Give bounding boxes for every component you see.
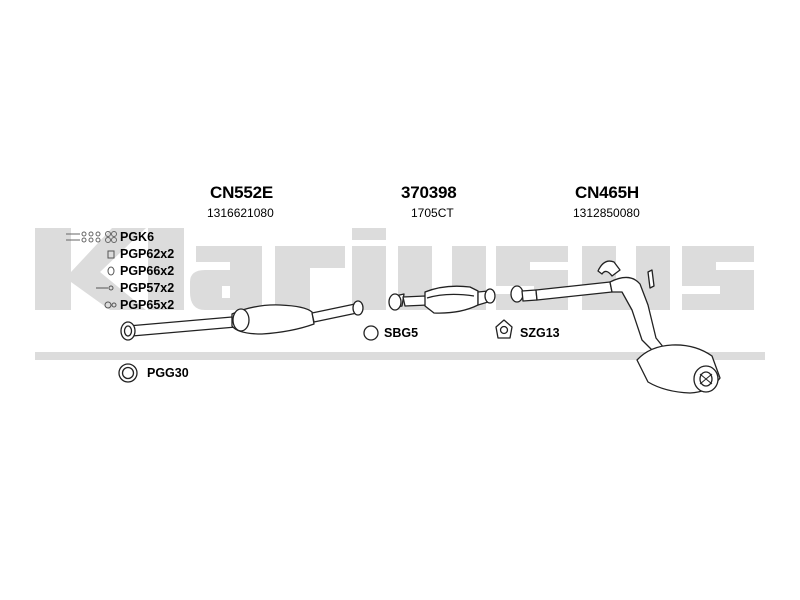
fitting-kit-legend: PGK6 PGP62x2 PGP66x2 PGP57x2 PGP65x2 [58,228,174,313]
kit-label: PGK6 [120,229,155,244]
bolt-set-icon [66,230,117,243]
clamp-icon [107,250,115,258]
kit-label: PGP62x2 [120,246,175,261]
part-number-catalyst: 1705CT [411,206,454,220]
kit-row: PGP57x2 [58,279,174,296]
watermark-underline [35,352,765,360]
szg-label: SZG13 [520,326,560,340]
kit-label: PGP57x2 [120,280,175,295]
kit-label: PGP65x2 [120,297,175,312]
rear-pipe-silencer [510,260,721,394]
part-code-rear: CN465H [575,183,639,202]
kit-row: PGP66x2 [58,262,174,279]
sbg-label: SBG5 [384,326,419,340]
gasket-ring [363,325,379,341]
kit-row: PGK6 [58,228,174,245]
ring-clamp-icon [104,301,117,308]
kit-label: PGP66x2 [120,263,175,278]
part-number-front: 1316621080 [207,206,274,220]
part-code-catalyst: 370398 [401,183,457,202]
catalytic-converter [388,285,496,314]
kit-row: PGP65x2 [58,296,174,313]
hanger-icon [96,285,114,290]
part-number-rear: 1312850080 [573,206,640,220]
kit-row: PGP62x2 [58,245,174,262]
part-code-front: CN552E [210,183,274,202]
pgg-label: PGG30 [147,366,189,380]
rubber-mount-icon [107,266,115,275]
front-pipe-silencer [120,300,364,341]
